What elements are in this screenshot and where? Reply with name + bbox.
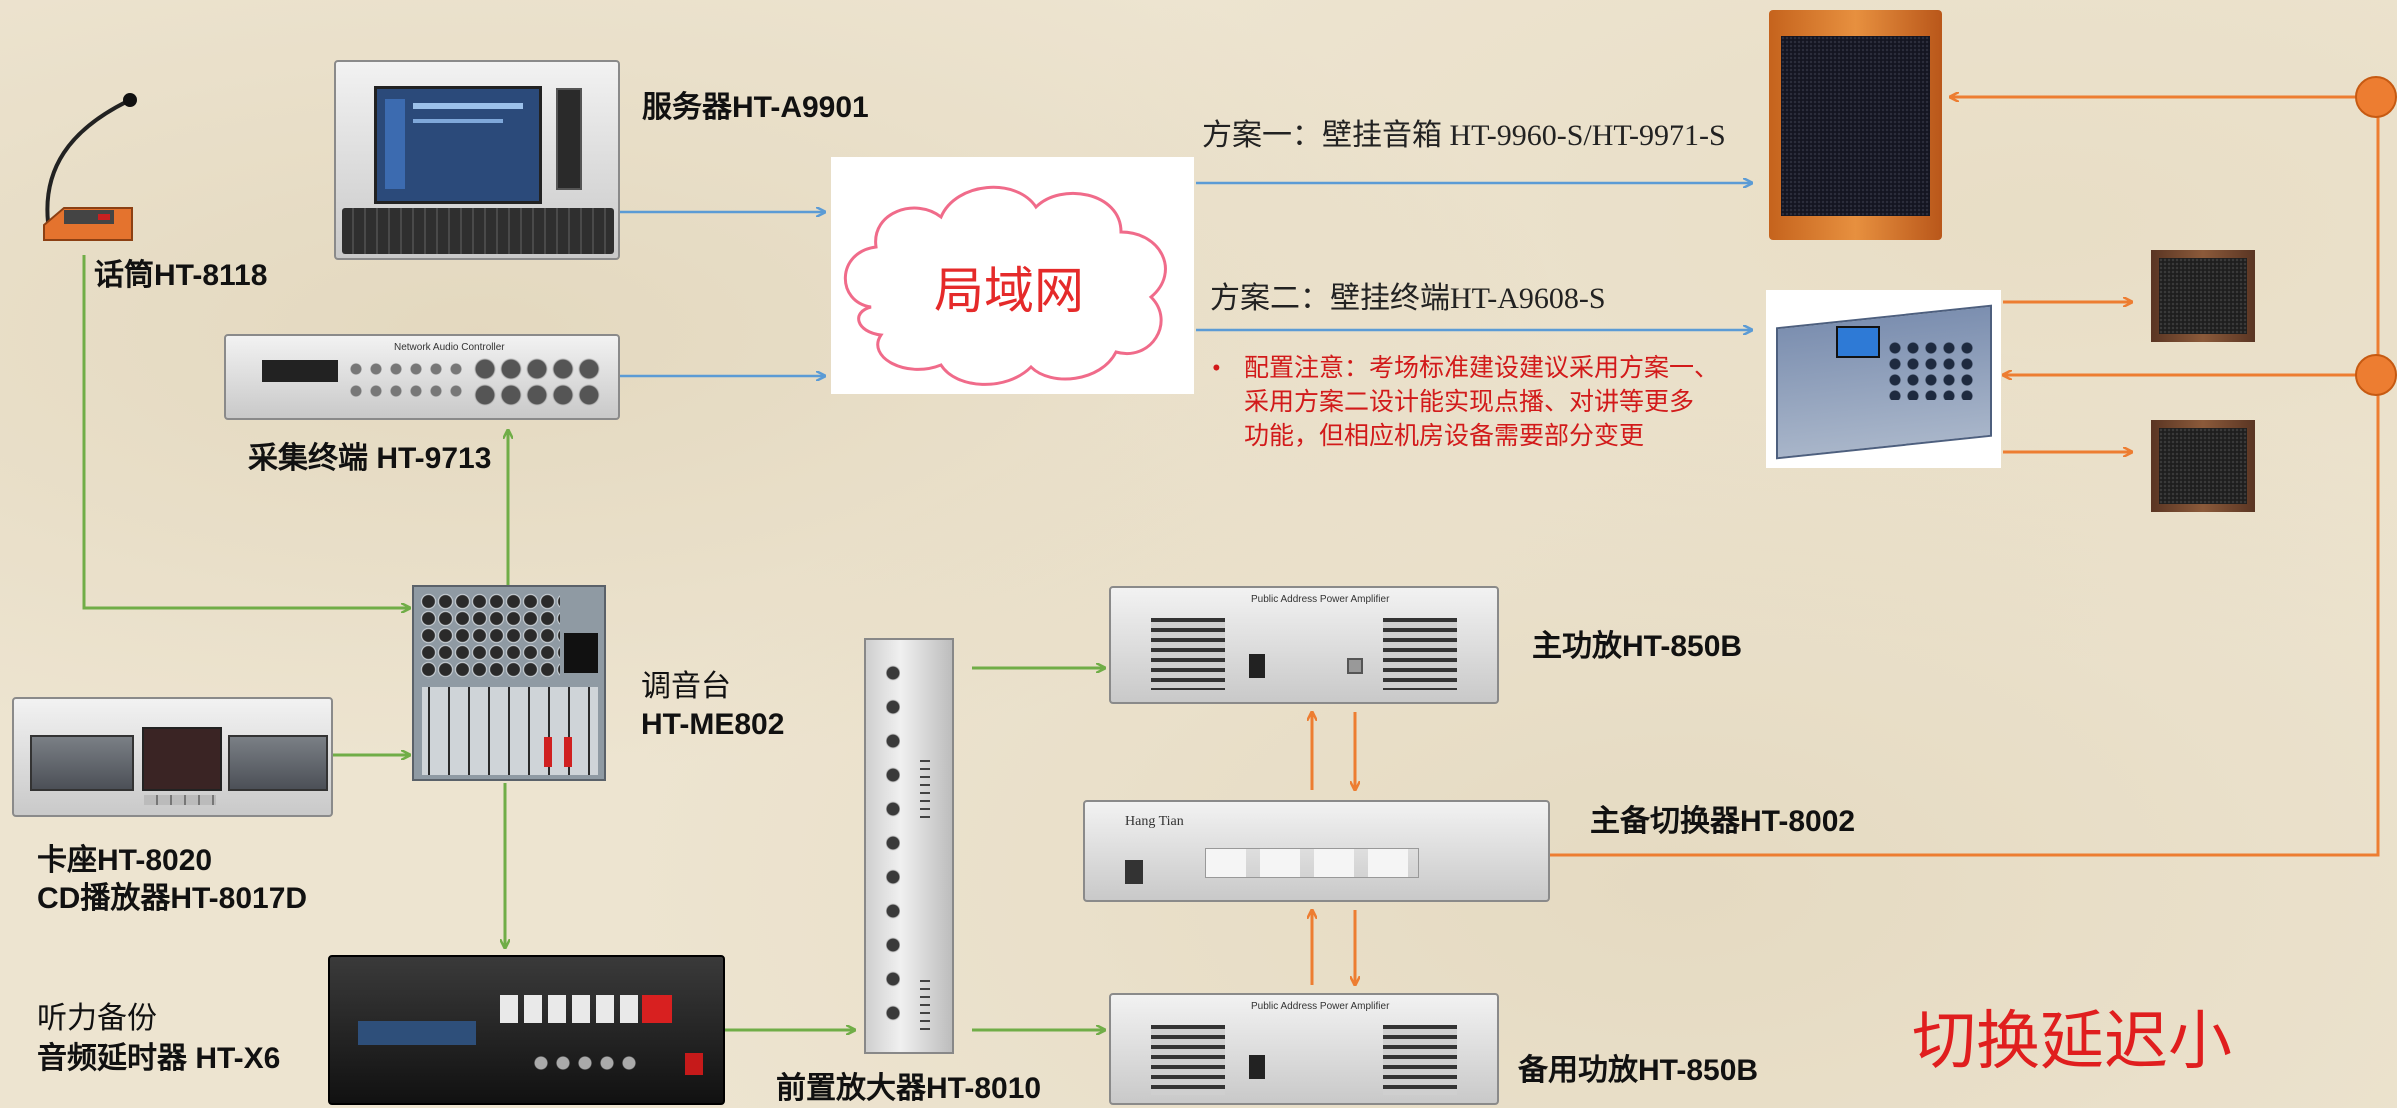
plan2-wall-terminal xyxy=(1766,290,2001,468)
label-mixer-line2: HT-ME802 xyxy=(641,708,785,741)
note-line3: 功能，但相应机房设备需要部分变更 xyxy=(1244,423,1645,450)
label-main-amp: 主功放HT-850B xyxy=(1532,630,1743,663)
label-microphone: 话筒HT-8118 xyxy=(94,259,268,292)
junction-dot-middle xyxy=(2355,354,2397,396)
plan1-wall-speaker xyxy=(1769,10,1942,240)
plan2-label: 方案二：壁挂终端HT-A9608-S xyxy=(1210,282,1606,315)
speaker-small-2 xyxy=(2151,420,2255,512)
label-switcher: 主备切换器HT-8002 xyxy=(1590,805,1856,838)
lan-cloud-label: 局域网 xyxy=(934,263,1084,319)
label-mixer-line1: 调音台 xyxy=(641,670,731,703)
backup-amp-device: Public Address Power Amplifier xyxy=(1109,993,1499,1105)
label-backup-line2: 音频延时器 HT-X6 xyxy=(37,1042,281,1075)
mixer-device xyxy=(412,585,606,781)
main-amp-panel-text: Public Address Power Amplifier xyxy=(1251,594,1390,605)
lan-cloud-box: 局域网 xyxy=(831,157,1194,394)
switcher-brand-text: Hang Tian xyxy=(1125,814,1184,829)
label-preamp: 前置放大器HT-8010 xyxy=(776,1072,1042,1105)
config-note: • 配置注意：考场标准建设建议采用方案一、 采用方案二设计能实现点播、对讲等更多… xyxy=(1212,352,1720,454)
note-line1: 配置注意：考场标准建设建议采用方案一、 xyxy=(1244,355,1720,382)
audio-delay-device xyxy=(328,955,725,1105)
server-keyboard xyxy=(342,208,614,254)
collector-device: Network Audio Controller xyxy=(224,334,620,420)
speaker-small-1 xyxy=(2151,250,2255,342)
main-amp-device: Public Address Power Amplifier xyxy=(1109,586,1499,704)
label-cassette-line1: 卡座HT-8020 xyxy=(37,844,213,877)
slogan-low-switch-delay: 切换延迟小 xyxy=(1912,1006,2232,1077)
lan-cloud-outline xyxy=(843,185,1167,386)
cassette-cd-device xyxy=(12,697,333,817)
server-screen xyxy=(374,86,542,204)
label-backup-line1: 听力备份 xyxy=(37,1002,157,1035)
link-mic-mixer xyxy=(82,255,410,608)
link-switcher-return xyxy=(1550,97,2380,857)
label-collector: 采集终端 HT-9713 xyxy=(248,442,492,475)
label-server: 服务器HT-A9901 xyxy=(642,91,869,124)
microphone-device xyxy=(43,93,137,241)
junction-dot-top xyxy=(2355,76,2397,118)
plan1-label: 方案一：壁挂音箱 HT-9960-S/HT-9971-S xyxy=(1202,119,1726,152)
label-backup-amp: 备用功放HT-850B xyxy=(1518,1054,1759,1087)
preamp-device xyxy=(864,638,954,1054)
note-bullet: • xyxy=(1212,355,1221,382)
server-device xyxy=(334,60,620,260)
label-cassette-line2: CD播放器HT-8017D xyxy=(37,882,308,915)
collector-panel-text: Network Audio Controller xyxy=(394,342,505,353)
switcher-device: Hang Tian xyxy=(1083,800,1550,902)
note-line2: 采用方案二设计能实现点播、对讲等更多 xyxy=(1244,389,1695,416)
backup-amp-panel-text: Public Address Power Amplifier xyxy=(1251,1001,1390,1012)
